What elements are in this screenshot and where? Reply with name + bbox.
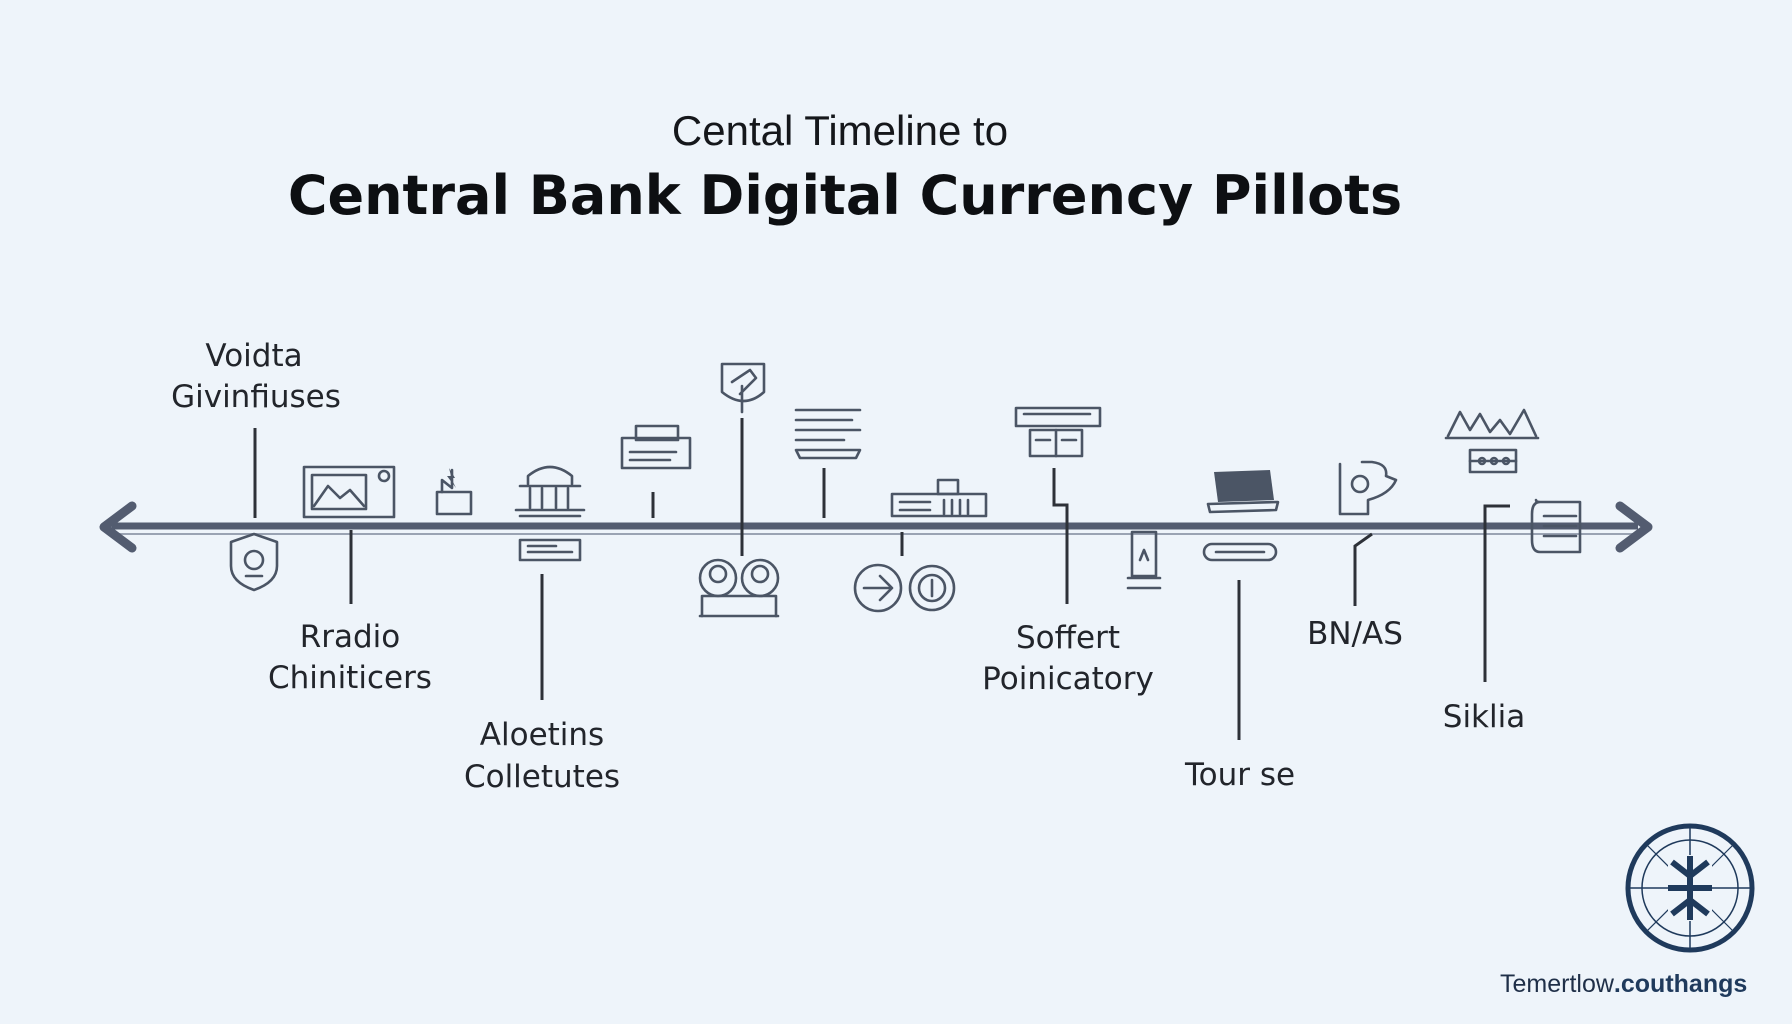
people-coins-icon [698,558,780,618]
diagram-subtitle: Cental Timeline to [672,107,1008,154]
abacus-icon [1468,448,1518,474]
footer-brand-suffix: .couthangs [1614,970,1747,998]
laptop-icon [1206,470,1280,514]
picture-frame-icon [302,465,396,519]
wallet-icon [1530,498,1582,554]
server-rack-icon [890,478,988,518]
label-rradio: Rradio [300,619,401,655]
label-soffert: Soffert [1016,620,1120,656]
timeline-right-arrow-icon [1615,501,1653,553]
label-aloetins: Aloetins [480,717,604,753]
label-colletutes: Colletutes [464,759,620,795]
arrow-circle-icon [853,563,903,613]
compass-seal-icon [1625,823,1755,953]
city-skyline-icon [1444,408,1540,440]
printer-icon [620,424,692,470]
router-icon [1202,542,1278,562]
data-grid-icon [794,408,862,460]
label-givinfiuses: Givinfiuses [171,379,341,415]
document-card-icon [518,538,582,562]
label-siklia: Siklia [1443,699,1525,735]
tower-icon [1126,530,1162,590]
label-voidta: Voidta [205,338,302,374]
bank-building-icon [514,465,586,518]
label-tour-se: Tour se [1184,757,1295,793]
shield-icon [229,532,279,592]
factory-icon [435,468,473,516]
timeline-left-arrow-icon [99,501,137,553]
connector-stems [253,418,1510,740]
label-chiniticers: Chiniticers [268,660,432,696]
hand-coin-icon [720,362,766,414]
label-bnas: BN/AS [1307,616,1403,652]
label-poinicatory: Poinicatory [982,661,1154,697]
diagram-title: Central Bank Digital Currency Pillots [288,164,1402,227]
footer-brand: Temertlow.couthangs [1500,970,1747,998]
dashboard-panel-icon [1014,406,1102,458]
face-profile-icon [1338,460,1398,516]
footer-brand-prefix: Temertlow [1500,970,1615,998]
coin-icon [908,564,956,612]
timeline-axis [99,501,1653,553]
